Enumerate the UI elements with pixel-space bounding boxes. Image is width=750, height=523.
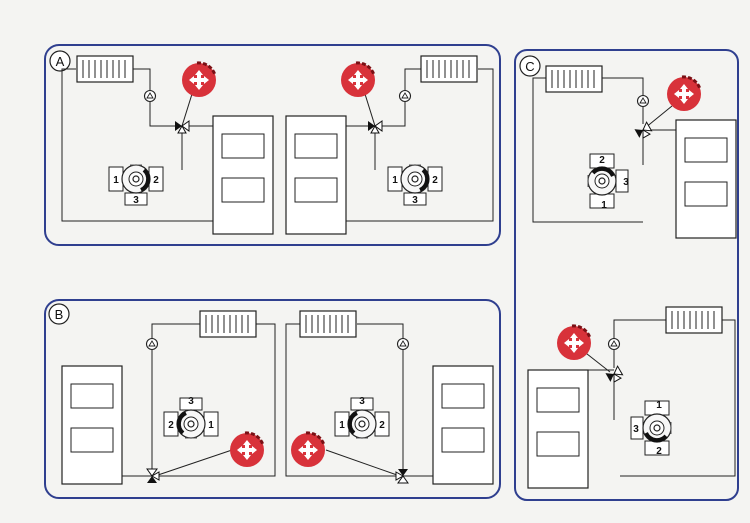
radiator-icon bbox=[299, 310, 357, 338]
radiator-icon bbox=[420, 55, 478, 83]
svg-text:1: 1 bbox=[339, 420, 345, 431]
boiler-icon bbox=[432, 365, 494, 485]
svg-text:2: 2 bbox=[656, 446, 662, 457]
pump-icon bbox=[607, 337, 621, 351]
boiler-icon bbox=[212, 115, 274, 235]
actuator-icon bbox=[180, 61, 218, 99]
pump-icon bbox=[143, 89, 157, 103]
panel-b: B 3 2 1 bbox=[44, 299, 501, 499]
radiator-icon bbox=[199, 310, 257, 338]
actuator-icon bbox=[555, 324, 593, 362]
mixing-valve-icon bbox=[174, 120, 190, 134]
svg-text:3: 3 bbox=[133, 195, 139, 206]
pump-icon bbox=[396, 337, 410, 351]
radiator-icon bbox=[665, 306, 723, 334]
actuator-icon bbox=[665, 75, 703, 113]
boiler-icon bbox=[675, 119, 737, 239]
mixing-valve-icon bbox=[367, 120, 383, 134]
pump-icon bbox=[636, 94, 650, 108]
mixing-valve-icon bbox=[633, 121, 654, 141]
boiler-icon bbox=[527, 369, 589, 489]
boiler-icon bbox=[61, 365, 123, 485]
svg-text:2: 2 bbox=[599, 155, 605, 166]
svg-text:3: 3 bbox=[623, 177, 629, 188]
pump-icon bbox=[145, 337, 159, 351]
three-way-valve-icon bbox=[586, 152, 630, 210]
svg-text:2: 2 bbox=[153, 175, 159, 186]
svg-text:1: 1 bbox=[208, 420, 214, 431]
actuator-icon bbox=[228, 431, 266, 469]
three-way-valve-icon: 1 2 3 bbox=[386, 163, 444, 207]
actuator-icon bbox=[289, 431, 327, 469]
panel-b-label: B bbox=[55, 307, 64, 322]
svg-text:3: 3 bbox=[359, 396, 365, 407]
svg-text:1: 1 bbox=[601, 200, 607, 211]
svg-text:1: 1 bbox=[113, 175, 119, 186]
panel-c: C 2 3 1 bbox=[514, 49, 739, 501]
panel-a-label: A bbox=[56, 54, 65, 69]
svg-text:3: 3 bbox=[633, 424, 639, 435]
radiator-icon bbox=[545, 65, 603, 93]
svg-text:2: 2 bbox=[168, 420, 174, 431]
pump-icon bbox=[398, 89, 412, 103]
svg-text:2: 2 bbox=[432, 175, 438, 186]
boiler-icon bbox=[285, 115, 347, 235]
svg-text:3: 3 bbox=[188, 396, 194, 407]
svg-text:3: 3 bbox=[412, 195, 418, 206]
panel-c-label: C bbox=[525, 59, 534, 74]
actuator-icon bbox=[339, 61, 377, 99]
radiator-icon bbox=[76, 55, 134, 83]
three-way-valve-icon: 1 2 3 bbox=[107, 163, 165, 207]
svg-text:2: 2 bbox=[379, 420, 385, 431]
svg-text:1: 1 bbox=[656, 400, 662, 411]
mixing-valve-icon bbox=[604, 365, 625, 385]
panel-a: A 1 2 3 bbox=[44, 44, 501, 246]
svg-text:1: 1 bbox=[392, 175, 398, 186]
